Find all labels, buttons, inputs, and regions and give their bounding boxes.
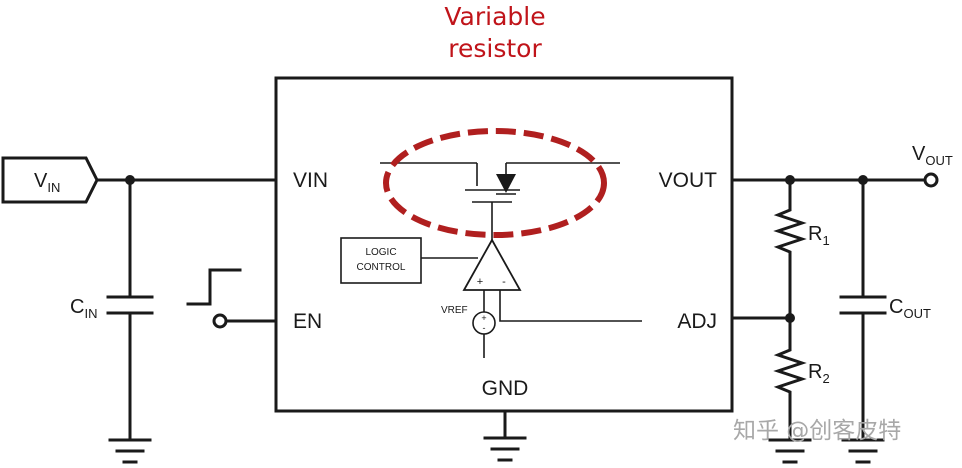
watermark: 知乎 @创客皮特 — [733, 418, 901, 444]
en-terminal — [212, 313, 228, 329]
logic-control-box — [340, 237, 422, 284]
resistor-r2 — [773, 316, 807, 440]
annotation-line-1: Variable — [444, 2, 545, 31]
amp-plus-sign: + — [477, 276, 483, 288]
ground-symbol-chip — [483, 436, 527, 462]
control-label: CONTROL — [357, 262, 406, 273]
resistor-r1 — [773, 178, 807, 318]
pin-label-gnd: GND — [482, 377, 529, 400]
pin-label-adj: ADJ — [677, 310, 717, 333]
pin-label-en: EN — [293, 310, 322, 333]
annotation-line-2: resistor — [448, 34, 542, 63]
vout-terminal — [923, 172, 939, 188]
vout-output-label: VOUT — [912, 143, 953, 168]
vref-minus-sign: - — [483, 323, 486, 333]
pin-label-vout: VOUT — [659, 169, 718, 192]
ground-symbol-cout — [841, 438, 885, 464]
error-amplifier — [462, 238, 522, 291]
ground-symbol-r2 — [768, 438, 812, 464]
en-step-signal-icon — [186, 268, 242, 306]
r1-label: R1 — [808, 223, 830, 248]
pin-label-vin: VIN — [293, 169, 328, 192]
variable-resistor-highlight — [383, 128, 607, 238]
pass-transistor — [380, 162, 620, 240]
vin-input-label: VIN — [34, 170, 60, 195]
ground-symbol-cin — [108, 438, 152, 464]
feedback-wire — [499, 290, 642, 322]
vref-label: VREF — [441, 305, 468, 316]
r2-label: R2 — [808, 361, 830, 386]
cout-label: COUT — [889, 296, 931, 321]
cin-label: CIN — [70, 296, 97, 321]
vin-input-tag — [1, 156, 99, 204]
amp-minus-sign: - — [502, 276, 506, 288]
vref-plus-sign: + — [481, 313, 486, 323]
logic-label: LOGIC — [365, 247, 396, 258]
